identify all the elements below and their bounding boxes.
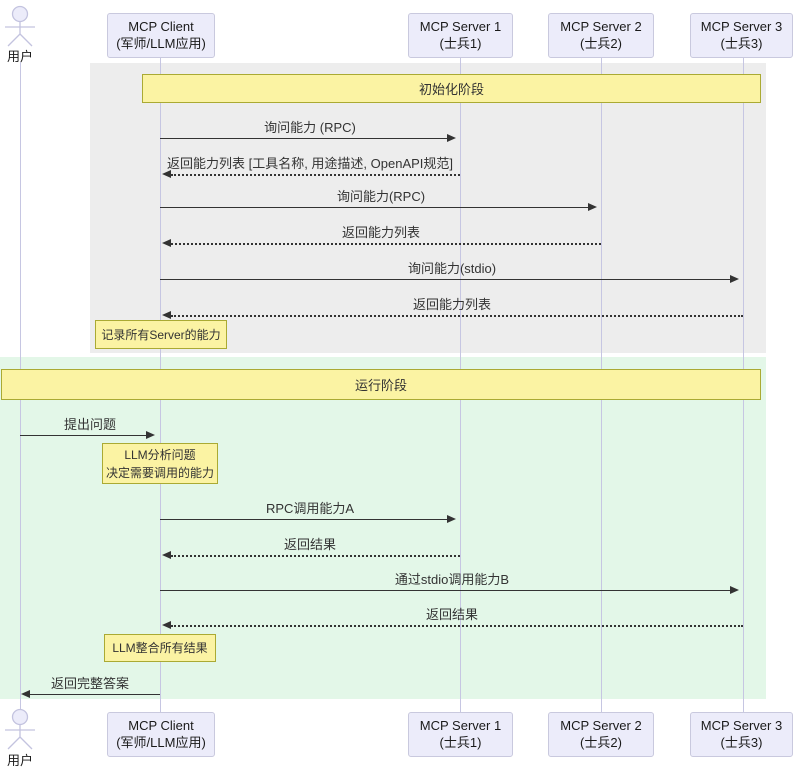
participant-name: MCP Server 2 (560, 18, 642, 34)
participant-name: MCP Server 2 (560, 717, 642, 733)
note-text-line1: LLM分析问题 (124, 447, 196, 462)
message-line (20, 435, 146, 436)
participant-box-server-1-top: MCP Server 1 (士兵1) (408, 13, 513, 58)
note-text: 记录所有Server的能力 (101, 327, 221, 342)
message-line (30, 694, 160, 695)
message-label: 返回能力列表 (412, 297, 492, 312)
arrowhead-right-icon (588, 203, 597, 211)
participant-subtitle: (士兵2) (580, 734, 622, 750)
note-text-line2: 决定需要调用的能力 (105, 465, 214, 480)
arrowhead-right-icon (146, 431, 155, 439)
message-label: 通过stdio调用能力B (394, 572, 510, 587)
note-record-capabilities: 记录所有Server的能力 (95, 320, 227, 349)
phase-banner-init: 初始化阶段 (142, 74, 761, 103)
message-line (160, 590, 730, 591)
arrowhead-left-icon (162, 170, 171, 178)
arrowhead-right-icon (730, 275, 739, 283)
message-line (171, 174, 460, 176)
phase-banner-run-label: 运行阶段 (354, 378, 407, 393)
participant-subtitle: (士兵1) (439, 35, 482, 51)
message-label: RPC调用能力A (265, 501, 355, 516)
message-label: 提出问题 (63, 417, 117, 432)
participant-name: MCP Server 3 (700, 18, 783, 34)
message-line (160, 207, 588, 208)
participant-box-server-1-bottom: MCP Server 1 (士兵1) (408, 712, 513, 757)
arrowhead-right-icon (447, 134, 456, 142)
user-actor-icon-bottom (5, 708, 35, 750)
arrowhead-left-icon (21, 690, 30, 698)
message-label: 返回结果 (283, 537, 337, 552)
participant-subtitle: (士兵1) (439, 734, 482, 750)
arrowhead-left-icon (162, 621, 171, 629)
participant-box-server-3-bottom: MCP Server 3 (士兵3) (690, 712, 793, 757)
arrowhead-left-icon (162, 311, 171, 319)
participant-subtitle: (士兵2) (580, 35, 622, 51)
participant-name: MCP Client (128, 717, 194, 733)
arrowhead-left-icon (162, 239, 171, 247)
message-line (160, 279, 730, 280)
message-label: 返回能力列表 (341, 225, 421, 240)
init-phase-background (90, 63, 766, 353)
message-label: 返回能力列表 [工具名称, 用途描述, OpenAPI规范] (166, 156, 454, 171)
participant-box-server-2-bottom: MCP Server 2 (士兵2) (548, 712, 654, 757)
participant-name: MCP Server 1 (419, 18, 502, 34)
participant-subtitle: (士兵3) (720, 734, 763, 750)
message-label: 询问能力(stdio) (407, 261, 497, 276)
message-line (171, 625, 743, 627)
message-line (171, 315, 743, 317)
message-label: 返回结果 (425, 607, 479, 622)
message-label: 询问能力(RPC) (336, 189, 426, 204)
participant-name: MCP Client (128, 18, 194, 34)
participant-box-mcp-client-top: MCP Client (军师/LLM应用) (107, 13, 215, 58)
message-line (160, 138, 447, 139)
user-actor-icon (5, 5, 35, 47)
user-actor-label-top: 用户 (6, 49, 33, 64)
message-line (160, 519, 447, 520)
phase-banner-init-label: 初始化阶段 (418, 82, 484, 97)
participant-box-server-3-top: MCP Server 3 (士兵3) (690, 13, 793, 58)
participant-name: MCP Server 1 (419, 717, 502, 733)
message-label: 询问能力 (RPC) (264, 120, 356, 135)
participant-box-server-2-top: MCP Server 2 (士兵2) (548, 13, 654, 58)
user-actor-label-bottom: 用户 (6, 753, 33, 768)
participant-name: MCP Server 3 (700, 717, 783, 733)
participant-box-mcp-client-bottom: MCP Client (军师/LLM应用) (107, 712, 215, 757)
message-line (171, 243, 601, 245)
arrowhead-right-icon (447, 515, 456, 523)
arrowhead-left-icon (162, 551, 171, 559)
phase-banner-run: 运行阶段 (1, 369, 761, 400)
note-text: LLM整合所有结果 (112, 641, 208, 655)
message-label: 返回完整答案 (50, 676, 130, 691)
participant-subtitle: (军师/LLM应用) (116, 35, 206, 51)
participant-subtitle: (士兵3) (720, 35, 763, 51)
note-llm-analyze: LLM分析问题 决定需要调用的能力 (102, 443, 218, 484)
participant-subtitle: (军师/LLM应用) (116, 734, 206, 750)
arrowhead-right-icon (730, 586, 739, 594)
note-llm-integrate: LLM整合所有结果 (104, 634, 216, 662)
message-line (171, 555, 460, 557)
